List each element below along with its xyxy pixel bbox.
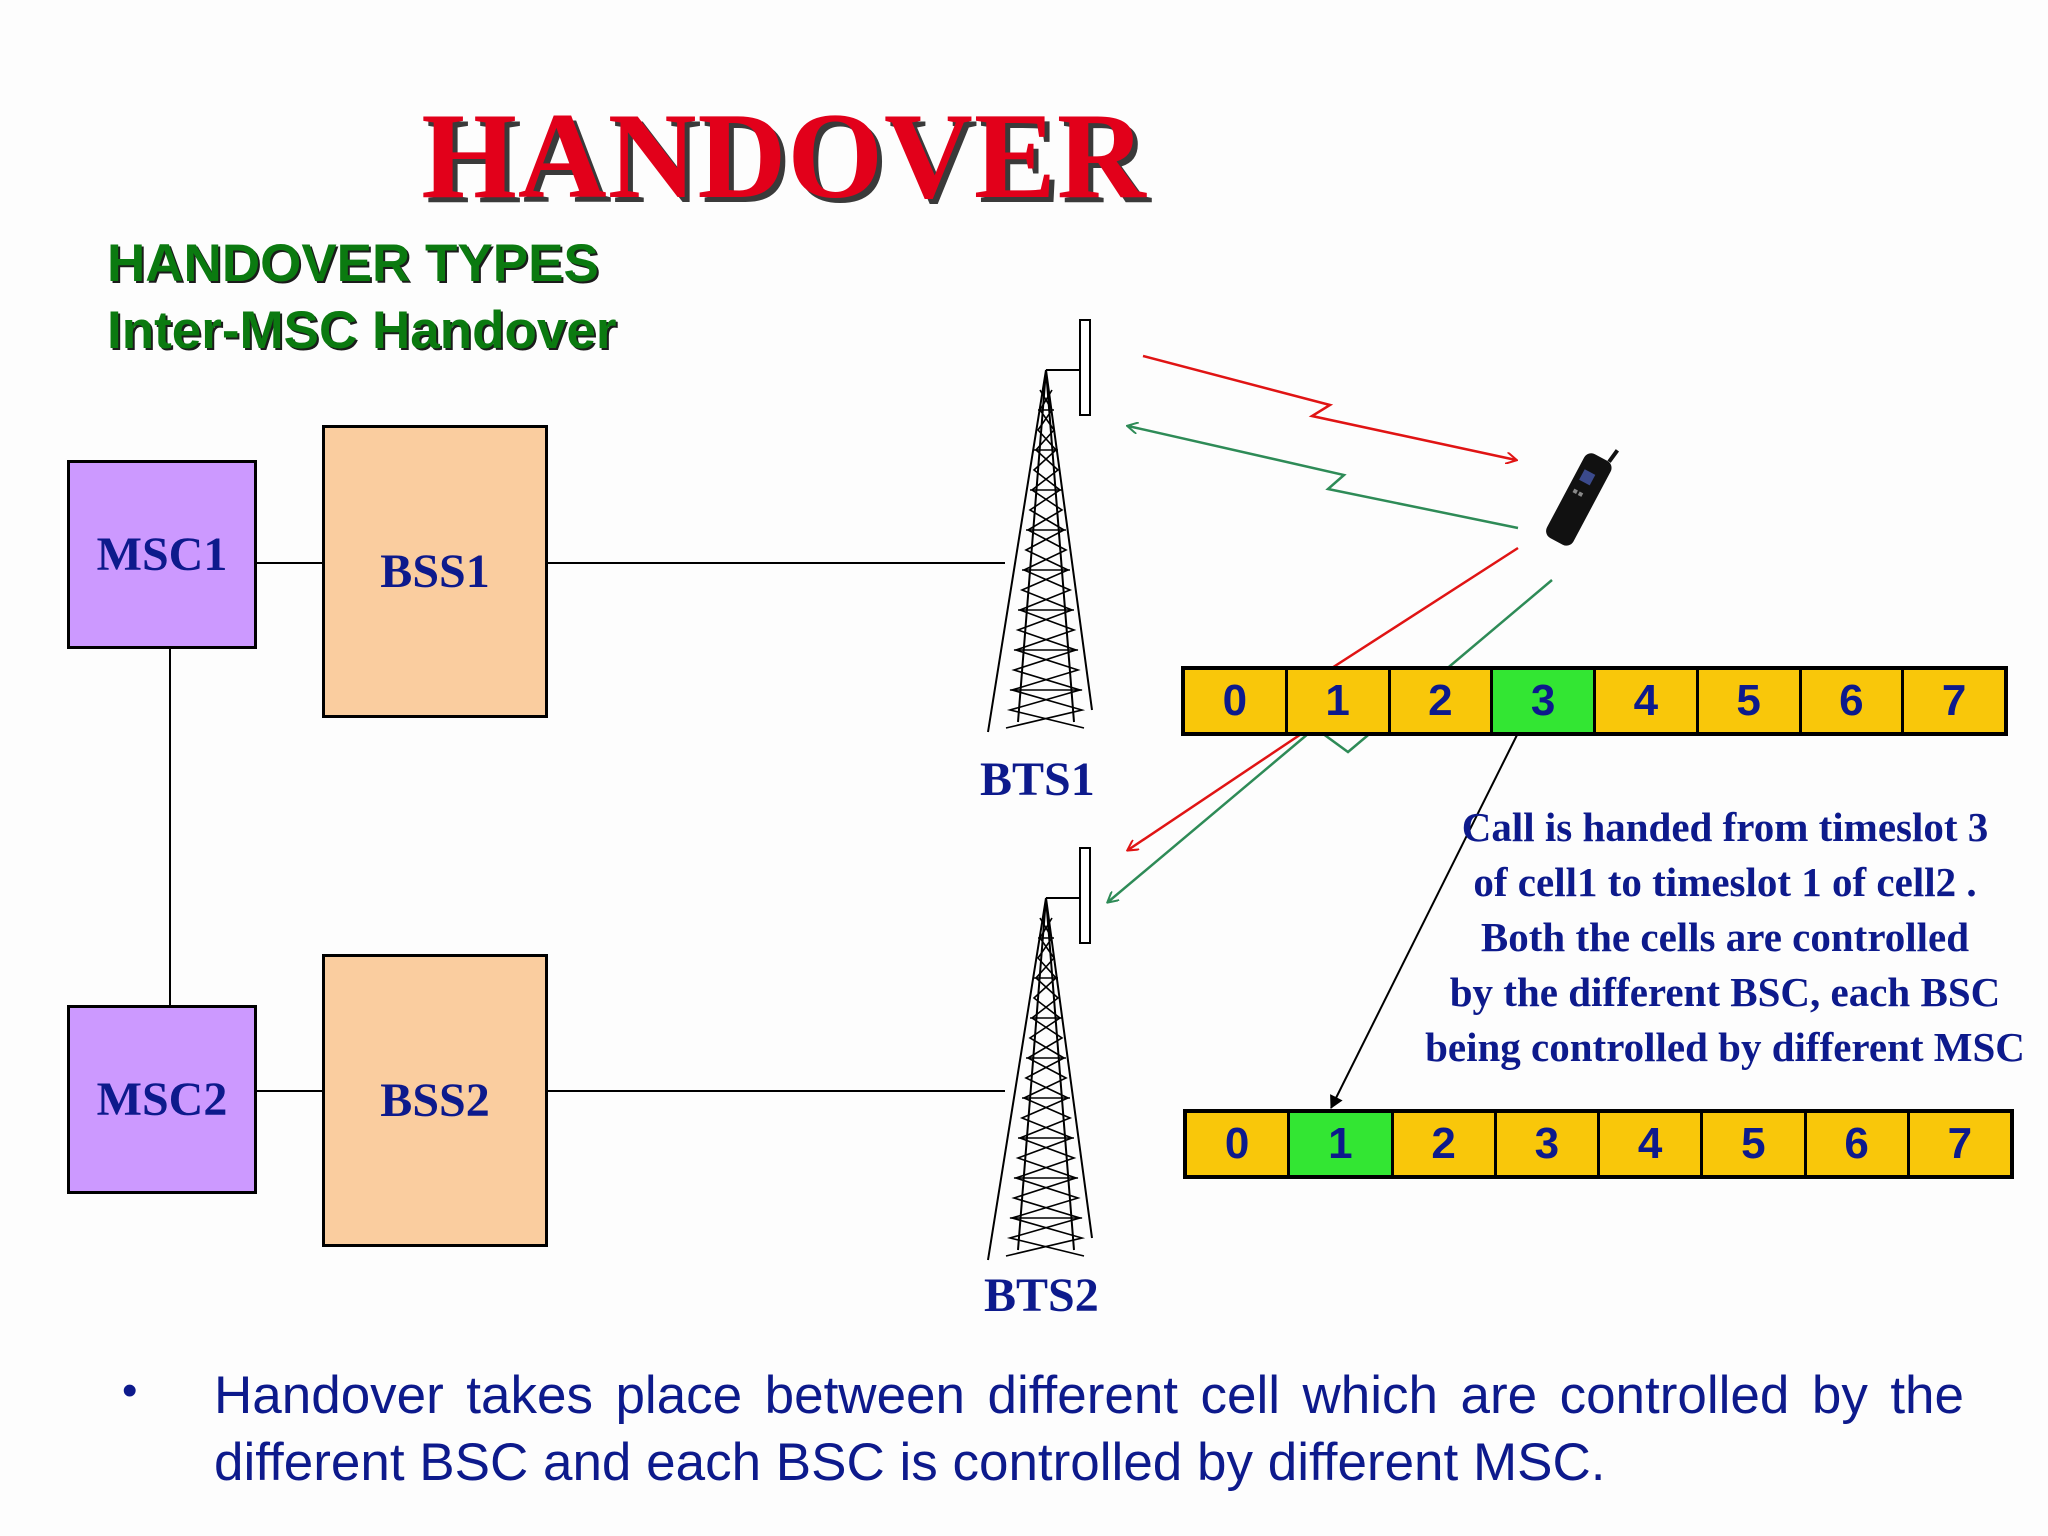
msc1-msc2-link xyxy=(169,646,171,1007)
msc1-label: MSC1 xyxy=(96,528,228,581)
bullet-icon: • xyxy=(122,1366,138,1415)
cell2-slot-0: 0 xyxy=(1187,1113,1291,1175)
page-title: HANDOVER xyxy=(421,87,1147,224)
bts1-label: BTS1 xyxy=(980,753,1095,806)
bts1-uplink-arrow xyxy=(1128,426,1519,530)
note-line-5: being controlled by different MSC xyxy=(1425,1024,2025,1070)
cell1-slot-6: 6 xyxy=(1801,670,1905,732)
msc1-box: MSC1 xyxy=(67,460,257,649)
bss1-label: BSS1 xyxy=(380,545,490,598)
cell2-timeslots: 0 1 2 3 4 5 6 7 xyxy=(1183,1109,2014,1179)
bts1-downlink-arrow xyxy=(1142,354,1516,460)
handover-pointer-arrow xyxy=(1330,734,1518,1109)
cell1-slot-5: 5 xyxy=(1698,670,1802,732)
handover-types-heading: HANDOVER TYPES xyxy=(107,234,599,293)
msc2-box: MSC2 xyxy=(67,1005,257,1194)
cell2-slot-1: 1 xyxy=(1290,1113,1394,1175)
cell1-slot-2: 2 xyxy=(1390,670,1494,732)
bss1-bts1-link xyxy=(545,562,1005,564)
cell1-slot-1: 1 xyxy=(1287,670,1391,732)
cell1-slot-7: 7 xyxy=(1904,670,2004,732)
bullet-text: Handover takes place between different c… xyxy=(214,1366,1964,1492)
note-line-1: Call is handed from timeslot 3 xyxy=(1461,804,1989,850)
cell1-slot-3: 3 xyxy=(1493,670,1596,732)
bts1-tower-icon xyxy=(987,319,1093,733)
cell1-timeslots: 0 1 2 3 4 5 6 7 xyxy=(1181,666,2008,736)
bts2-tower-icon xyxy=(987,847,1093,1261)
bss2-label: BSS2 xyxy=(380,1074,490,1127)
bss2-box: BSS2 xyxy=(322,954,548,1247)
cell2-slot-5: 5 xyxy=(1703,1113,1807,1175)
msc2-bss2-link xyxy=(255,1090,325,1092)
cell1-slot-0: 0 xyxy=(1185,670,1288,732)
handover-note: Call is handed from timeslot 3 of cell1 … xyxy=(1365,800,2048,1075)
inter-msc-heading: Inter-MSC Handover xyxy=(107,301,617,360)
bss1-box: BSS1 xyxy=(322,425,548,718)
cell2-slot-2: 2 xyxy=(1393,1113,1497,1175)
note-line-4: by the different BSC, each BSC xyxy=(1449,969,2001,1015)
cell2-slot-3: 3 xyxy=(1496,1113,1600,1175)
note-line-2: of cell1 to timeslot 1 of cell2 . xyxy=(1473,859,1977,905)
bts2-label: BTS2 xyxy=(984,1269,1099,1322)
mobile-phone-icon xyxy=(1546,449,1620,546)
cell2-slot-7: 7 xyxy=(1909,1113,2010,1175)
bss2-bts2-link xyxy=(545,1090,1005,1092)
cell2-slot-4: 4 xyxy=(1600,1113,1704,1175)
cell2-slot-6: 6 xyxy=(1806,1113,1910,1175)
msc1-bss1-link xyxy=(255,562,325,564)
msc2-label: MSC2 xyxy=(96,1073,228,1126)
note-line-3: Both the cells are controlled xyxy=(1480,914,1970,960)
cell1-slot-4: 4 xyxy=(1596,670,1699,732)
